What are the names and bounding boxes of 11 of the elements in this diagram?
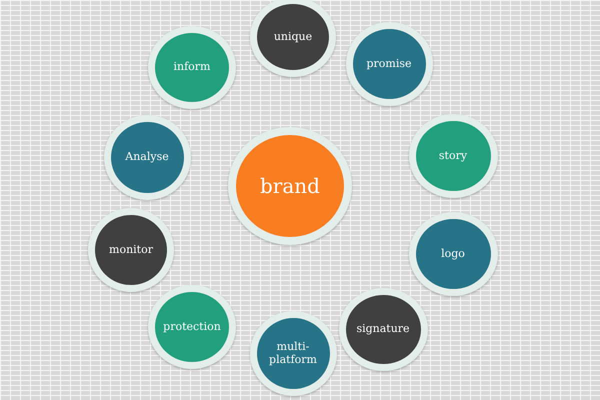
node-label: signature — [356, 322, 410, 336]
node-label: multi-platform — [268, 340, 318, 366]
node-label: monitor — [109, 243, 153, 257]
node-label: protection — [163, 320, 221, 334]
node-label: inform — [174, 60, 210, 74]
node-label: unique — [274, 30, 312, 44]
node-label: brand — [260, 174, 320, 198]
node-label: promise — [366, 57, 412, 71]
node-label: story — [438, 149, 468, 163]
node-label: Analyse — [125, 150, 169, 164]
node-label: logo — [441, 247, 465, 261]
